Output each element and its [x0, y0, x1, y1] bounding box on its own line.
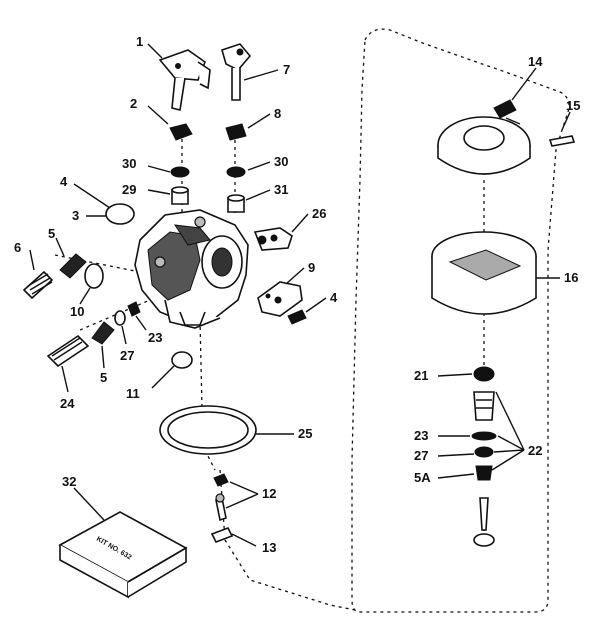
label-7: 7 — [283, 62, 290, 77]
bowl-group-outline — [351, 28, 570, 613]
part-31-plug — [227, 194, 245, 213]
label-25: 25 — [298, 426, 312, 441]
label-6: 6 — [14, 240, 21, 255]
label-30-right: 30 — [274, 154, 288, 169]
align-line-bottom — [199, 319, 203, 409]
part-9-cover-plate — [257, 281, 303, 317]
label-15: 15 — [566, 98, 580, 113]
part-8-seal — [225, 123, 247, 141]
label-10: 10 — [70, 304, 84, 319]
part-5-spring-lower — [91, 321, 115, 345]
label-4-right: 4 — [330, 290, 338, 305]
align-line-needle — [219, 469, 356, 611]
part-21-seat — [473, 366, 495, 382]
label-9: 9 — [308, 260, 315, 275]
label-4-left: 4 — [60, 174, 68, 189]
label-1: 1 — [136, 34, 143, 49]
label-24: 24 — [60, 396, 75, 411]
part-11-o-ring — [171, 351, 193, 369]
label-2: 2 — [130, 96, 137, 111]
part-23-washer-left — [127, 301, 141, 317]
label-23-right: 23 — [414, 428, 428, 443]
part-30-washer-right — [226, 166, 246, 178]
part-26-fitting — [253, 227, 293, 251]
part-22-main-jet-assembly — [471, 391, 497, 547]
part-labels: 1 7 2 8 30 30 29 31 4 3 26 6 5 9 4 10 23… — [14, 34, 580, 555]
label-21: 21 — [414, 368, 428, 383]
label-16: 16 — [564, 270, 578, 285]
part-25-bowl-gasket — [159, 405, 257, 455]
carburetor-body — [134, 209, 249, 329]
part-6-idle-screw — [22, 270, 54, 300]
label-30-left: 30 — [122, 156, 136, 171]
part-10-o-ring — [84, 263, 104, 289]
label-8: 8 — [274, 106, 281, 121]
part-12-screws — [213, 473, 229, 522]
part-4-screw — [287, 309, 307, 325]
label-12: 12 — [262, 486, 276, 501]
part-27-seal-left — [114, 310, 126, 326]
label-3: 3 — [72, 208, 79, 223]
label-11: 11 — [126, 386, 140, 401]
label-23-left: 23 — [148, 330, 162, 345]
label-32: 32 — [62, 474, 76, 489]
part-13-needle — [210, 526, 234, 544]
label-27-left: 27 — [120, 348, 134, 363]
label-26: 26 — [312, 206, 326, 221]
part-24-needle — [46, 334, 90, 368]
part-1-throttle-lever — [158, 49, 211, 111]
part-32-repair-kit: KIT NO. 632 — [58, 511, 188, 599]
part-7-choke-lever — [221, 43, 252, 101]
label-31: 31 — [274, 182, 288, 197]
part-15-float-pin — [548, 135, 576, 147]
label-27-right: 27 — [414, 448, 428, 463]
part-14-float — [437, 99, 531, 175]
part-29-plug — [171, 186, 189, 205]
part-2-seal — [169, 123, 193, 141]
label-29: 29 — [122, 182, 136, 197]
part-16-float-bowl — [431, 231, 537, 315]
label-13: 13 — [262, 540, 276, 555]
label-5A: 5A — [414, 470, 431, 485]
label-22: 22 — [528, 443, 542, 458]
part-30-washer-left — [170, 166, 190, 178]
label-14: 14 — [528, 54, 543, 69]
label-5-upper: 5 — [48, 226, 55, 241]
align-line-left2 — [79, 299, 151, 331]
leader-lines — [29, 43, 571, 547]
part-5-spring-upper — [59, 253, 87, 279]
part-4-choke-plate — [105, 203, 135, 225]
label-5-lower: 5 — [100, 370, 107, 385]
